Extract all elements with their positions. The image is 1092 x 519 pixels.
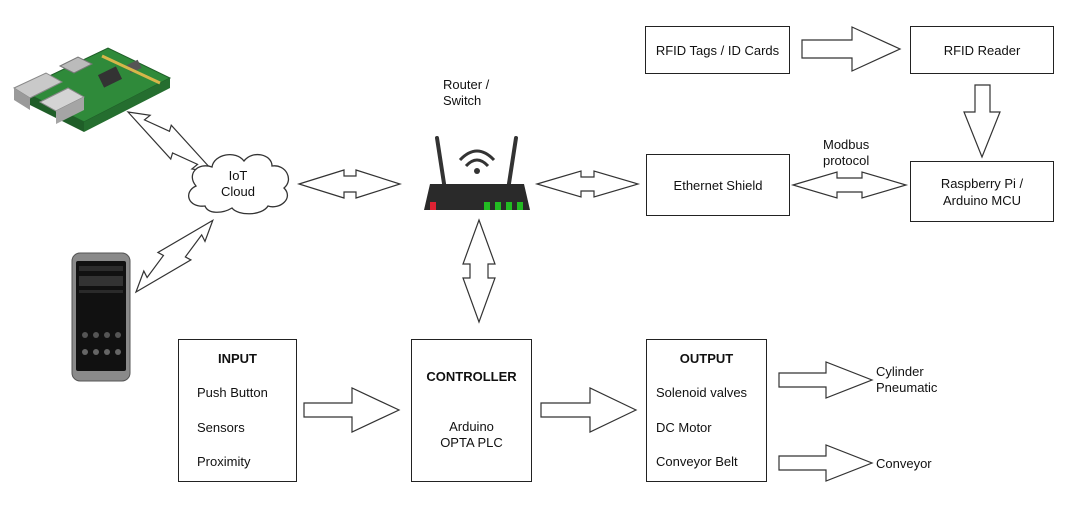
input-item: Sensors: [197, 420, 245, 435]
arrow-reader-to-mcu: [963, 84, 1001, 159]
controller-line: OPTA PLC: [440, 435, 503, 450]
router-label: Router / Switch: [443, 77, 490, 108]
arrow-tags-to-reader: [801, 26, 902, 72]
arrow-controller-output: [540, 387, 638, 433]
smartphone-icon: [71, 252, 131, 382]
arrow-input-controller: [303, 387, 401, 433]
arrow-phone-cloud: [134, 219, 214, 294]
arrow-output-conveyor: [778, 444, 874, 482]
output-item: DC Motor: [656, 420, 712, 435]
controller-title: CONTROLLER: [426, 369, 517, 384]
modbus-label: Modbus protocol: [823, 137, 870, 168]
input-box: INPUT Push Button Sensors Proximity: [178, 339, 297, 482]
controller-box: CONTROLLER Arduino OPTA PLC: [411, 339, 532, 482]
controller-line: Arduino: [449, 419, 494, 434]
input-title: INPUT: [218, 351, 257, 366]
output-box: OUTPUT Solenoid valves DC Motor Conveyor…: [646, 339, 767, 482]
arrow-output-cylinder: [778, 361, 874, 399]
output-item: Conveyor Belt: [656, 454, 738, 469]
ethernet-shield-box: Ethernet Shield: [646, 154, 790, 216]
cloud-icon: [188, 153, 289, 215]
input-item: Proximity: [197, 454, 251, 469]
mcu-box: Raspberry Pi / Arduino MCU: [910, 161, 1054, 222]
router-icon: [424, 136, 530, 210]
arrow-router-controller: [462, 218, 496, 324]
arrow-cloud-router: [296, 169, 402, 199]
output-title: OUTPUT: [679, 351, 734, 366]
conveyor-label: Conveyor: [876, 456, 932, 471]
cloud-label: IoT Cloud: [221, 168, 255, 199]
input-item: Push Button: [197, 385, 268, 400]
raspberry-pi-icon: [12, 47, 172, 132]
arrow-shield-mcu: [790, 171, 909, 199]
arrow-router-shield: [534, 170, 641, 198]
cylinder-label: Cylinder Pneumatic: [876, 364, 938, 395]
rfid-tags-box: RFID Tags / ID Cards: [645, 26, 790, 74]
rfid-reader-box: RFID Reader: [910, 26, 1054, 74]
output-item: Solenoid valves: [656, 385, 748, 400]
